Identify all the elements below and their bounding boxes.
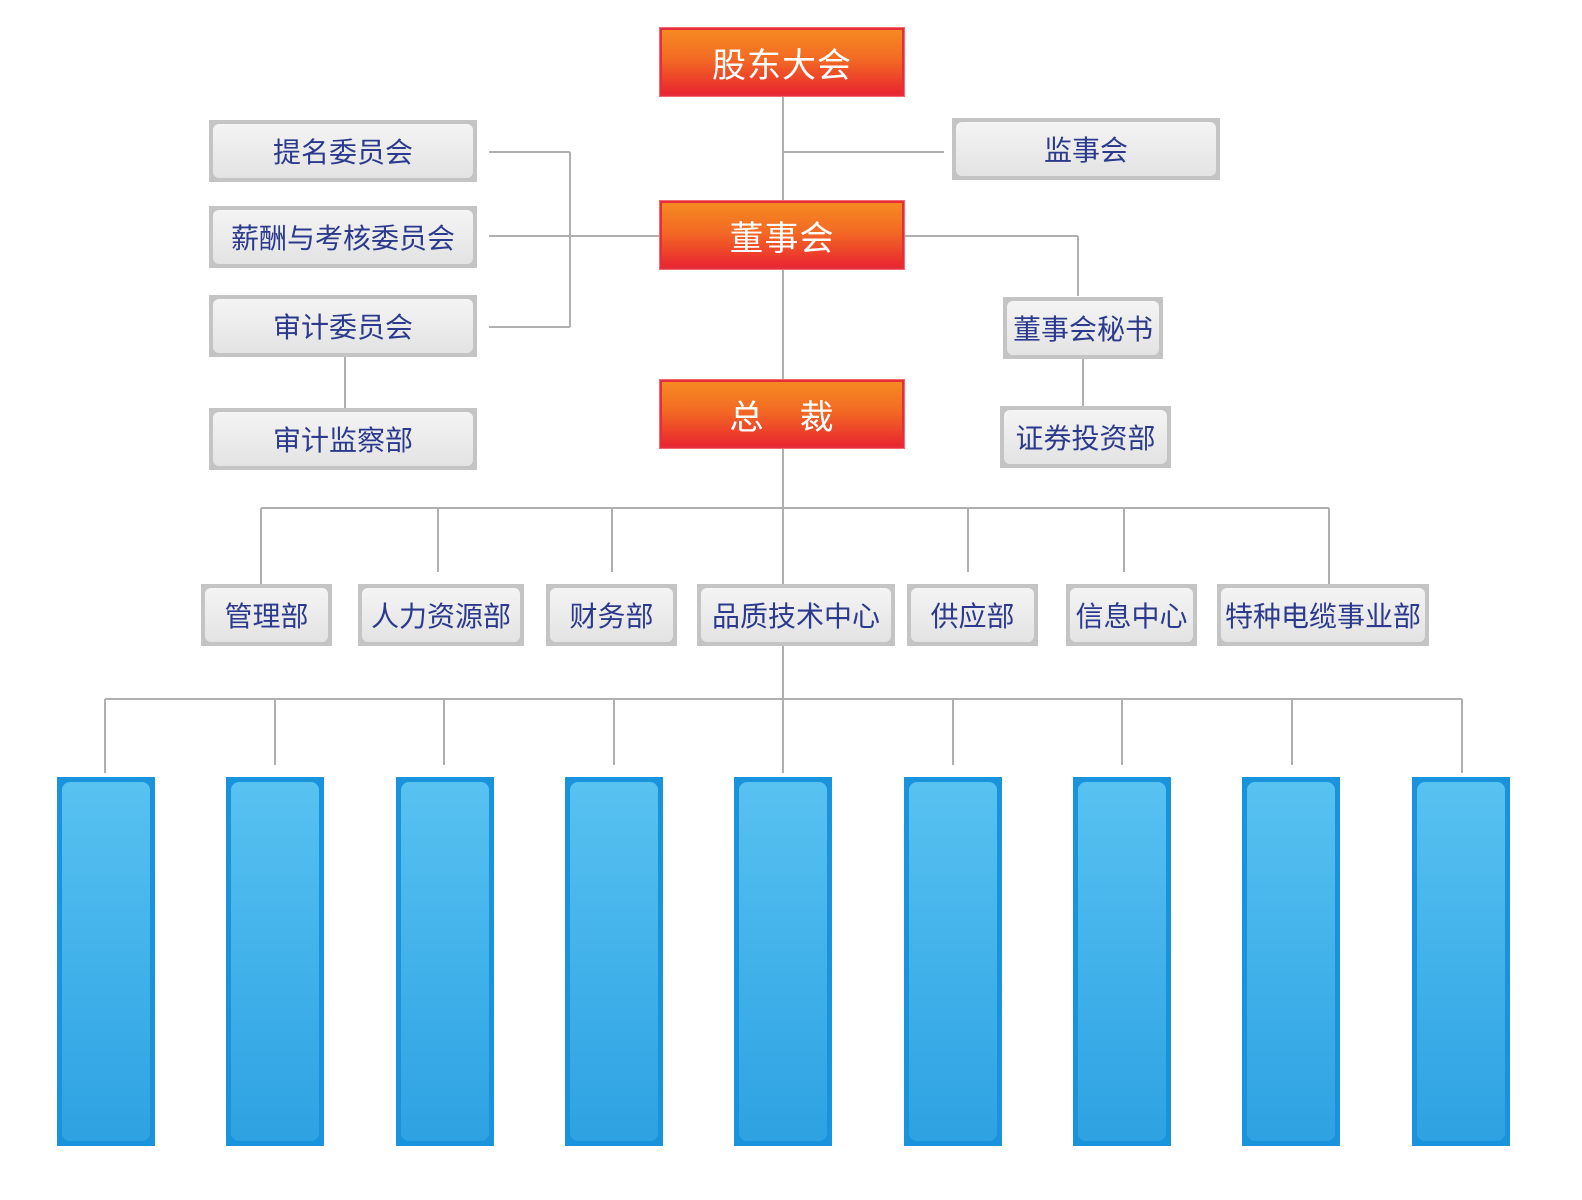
dept-finance-box[interactable]: 财务部 <box>546 584 677 646</box>
compensation-committee-label: 薪酬与考核委员会 <box>213 210 473 264</box>
board-secretary-label: 董事会秘书 <box>1007 301 1159 355</box>
dept-label: 人力资源部 <box>362 588 520 642</box>
board-secretary-box[interactable]: 董事会秘书 <box>1003 297 1163 359</box>
subsidiary-box[interactable] <box>1073 777 1171 1146</box>
subsidiary-box-inner <box>1247 782 1335 1141</box>
subsidiary-box-inner <box>1078 782 1166 1141</box>
supervisory-board-box[interactable]: 监事会 <box>952 118 1220 180</box>
dept-label: 管理部 <box>205 588 328 642</box>
subsidiary-box-inner <box>401 782 489 1141</box>
subsidiary-box-inner <box>231 782 319 1141</box>
dept-supply-box[interactable]: 供应部 <box>907 584 1038 646</box>
subsidiary-box[interactable] <box>1242 777 1340 1146</box>
dept-hr-box[interactable]: 人力资源部 <box>358 584 524 646</box>
nomination-committee-label: 提名委员会 <box>213 124 473 178</box>
supervisory-board-label: 监事会 <box>956 122 1216 176</box>
subsidiary-box-inner <box>62 782 150 1141</box>
subsidiary-box[interactable] <box>904 777 1002 1146</box>
dept-quality-tech-box[interactable]: 品质技术中心 <box>697 584 895 646</box>
audit-committee-label: 审计委员会 <box>213 299 473 353</box>
dept-label: 财务部 <box>550 588 673 642</box>
nomination-committee-box[interactable]: 提名委员会 <box>209 120 477 182</box>
dept-label: 信息中心 <box>1070 588 1193 642</box>
subsidiary-box-inner <box>909 782 997 1141</box>
dept-label: 供应部 <box>911 588 1034 642</box>
shareholders-meeting-box[interactable]: 股东大会 <box>660 28 904 96</box>
audit-supervision-dept-box[interactable]: 审计监察部 <box>209 408 477 470</box>
dept-special-cable-box[interactable]: 特种电缆事业部 <box>1217 584 1429 646</box>
subsidiary-box[interactable] <box>226 777 324 1146</box>
securities-investment-dept-box[interactable]: 证券投资部 <box>1000 406 1171 468</box>
subsidiary-box[interactable] <box>396 777 494 1146</box>
subsidiary-box[interactable] <box>1412 777 1510 1146</box>
audit-supervision-dept-label: 审计监察部 <box>213 412 473 466</box>
dept-management-box[interactable]: 管理部 <box>201 584 332 646</box>
audit-committee-box[interactable]: 审计委员会 <box>209 295 477 357</box>
dept-label: 品质技术中心 <box>701 588 891 642</box>
subsidiary-box[interactable] <box>565 777 663 1146</box>
dept-label: 特种电缆事业部 <box>1221 588 1425 642</box>
subsidiary-box-inner <box>1417 782 1505 1141</box>
compensation-committee-box[interactable]: 薪酬与考核委员会 <box>209 206 477 268</box>
board-of-directors-box[interactable]: 董事会 <box>660 201 904 269</box>
subsidiary-box[interactable] <box>57 777 155 1146</box>
dept-info-center-box[interactable]: 信息中心 <box>1066 584 1197 646</box>
subsidiary-box-inner <box>570 782 658 1141</box>
subsidiary-box-inner <box>739 782 827 1141</box>
subsidiary-box[interactable] <box>734 777 832 1146</box>
ceo-box[interactable]: 总 裁 <box>660 380 904 448</box>
securities-investment-dept-label: 证券投资部 <box>1004 410 1167 464</box>
